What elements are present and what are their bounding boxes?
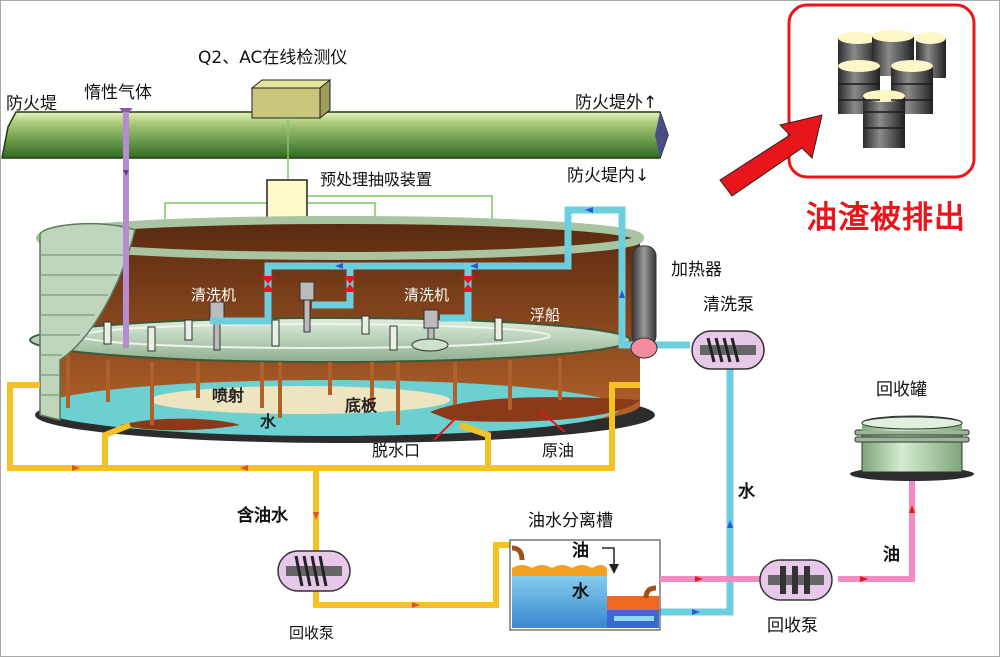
recovery-pump-left-label: 回收泵 bbox=[289, 624, 335, 642]
floating-roof-label: 浮船 bbox=[530, 306, 561, 324]
inert-gas-pipe bbox=[119, 108, 133, 348]
cleaning-pump-icon bbox=[691, 330, 765, 370]
discharge-arrow-icon bbox=[719, 114, 823, 197]
fire-dike bbox=[1, 111, 669, 159]
cleaning-pump-label: 清洗泵 bbox=[703, 295, 754, 315]
cleaner-right-label: 清洗机 bbox=[404, 286, 450, 304]
water-line-label: 水 bbox=[738, 482, 755, 502]
oil-flow-arrows bbox=[695, 505, 915, 582]
pretreatment-label: 预处理抽吸装置 bbox=[320, 170, 433, 189]
storage-tank bbox=[29, 216, 655, 443]
fire-dike-outside-label: 防火堤外↑ bbox=[575, 93, 658, 113]
recovery-pump-right-label: 回收泵 bbox=[767, 616, 818, 636]
recovery-tank-label: 回收罐 bbox=[876, 380, 927, 400]
online-analyzer-label: Q2、AC在线检测仪 bbox=[198, 48, 348, 68]
fire-dike-inside-label: 防火堤内↓ bbox=[567, 166, 650, 186]
cleaner-left-label: 清洗机 bbox=[191, 286, 237, 304]
bottom-plate-label: 底板 bbox=[345, 396, 378, 415]
valve-icon bbox=[262, 276, 474, 292]
crude-oil-label: 原油 bbox=[542, 441, 575, 460]
separator-tank-label: 油水分离槽 bbox=[528, 511, 613, 531]
oil-drums-icon bbox=[838, 30, 946, 148]
recovery-pump-left-icon bbox=[277, 550, 351, 592]
oily-water-label: 含油水 bbox=[237, 506, 288, 526]
heater-icon bbox=[630, 245, 658, 359]
spray-label: 喷射 bbox=[212, 386, 245, 405]
online-analyzer-icon bbox=[250, 78, 332, 120]
water-flow-arrows bbox=[335, 207, 733, 615]
heater-label: 加热器 bbox=[671, 260, 722, 280]
sludge-discharged-title: 油渣被排出 bbox=[806, 200, 966, 236]
oil-water-separator-icon bbox=[509, 539, 661, 631]
label-pointer-lines bbox=[433, 410, 566, 441]
sludge-drums-highlight-box bbox=[787, 3, 976, 179]
drain-outlet-label: 脱水口 bbox=[372, 441, 421, 460]
separator-water-label: 水 bbox=[572, 582, 589, 602]
cleaning-machine-icon bbox=[209, 281, 449, 352]
recovery-tank-icon bbox=[850, 415, 974, 481]
inert-gas-label: 惰性气体 bbox=[84, 83, 152, 103]
oily-flow-arrows bbox=[72, 465, 420, 608]
tank-water-label: 水 bbox=[260, 412, 277, 431]
recovery-pump-right-icon bbox=[759, 559, 833, 601]
oil-line-label: 油 bbox=[883, 545, 900, 565]
separator-oil-label: 油 bbox=[572, 541, 589, 561]
fire-dike-label: 防火堤 bbox=[6, 94, 57, 114]
